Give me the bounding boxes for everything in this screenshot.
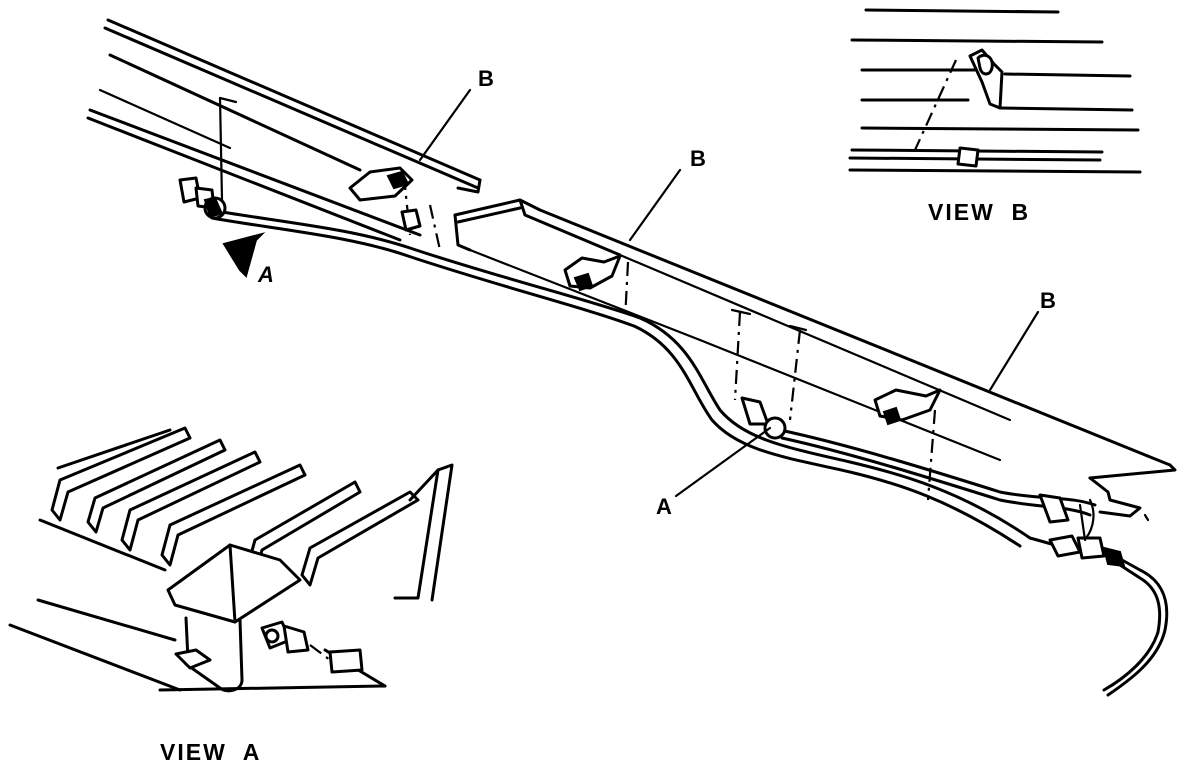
- arrow-label-a: A: [257, 262, 274, 287]
- main-channel-rail: [86, 18, 1177, 522]
- view-b-title: VIEW B: [928, 199, 1030, 225]
- callout-b-right: B: [1040, 288, 1056, 313]
- leader-b2: [628, 168, 682, 242]
- view-a-title: VIEW A: [160, 739, 261, 765]
- retainer-clip-b1: [348, 166, 442, 251]
- wire-harness: [208, 208, 1169, 697]
- callout-a: A: [656, 494, 672, 519]
- retainer-clip-b3: [873, 388, 1070, 524]
- left-connector: [178, 176, 227, 220]
- retainer-clip-b2: [563, 254, 630, 321]
- view-a-direction-arrow: A: [222, 232, 274, 287]
- view-b-inset: VIEW B: [848, 8, 1142, 225]
- leader-a: [674, 426, 772, 498]
- right-connector: [1048, 498, 1126, 568]
- leader-b1: [418, 88, 472, 162]
- leader-b3: [988, 310, 1040, 392]
- callout-b-left: B: [478, 66, 494, 91]
- harness-clip-a: [730, 308, 808, 440]
- view-a-inset: VIEW A: [8, 426, 454, 765]
- callout-b-middle: B: [690, 146, 706, 171]
